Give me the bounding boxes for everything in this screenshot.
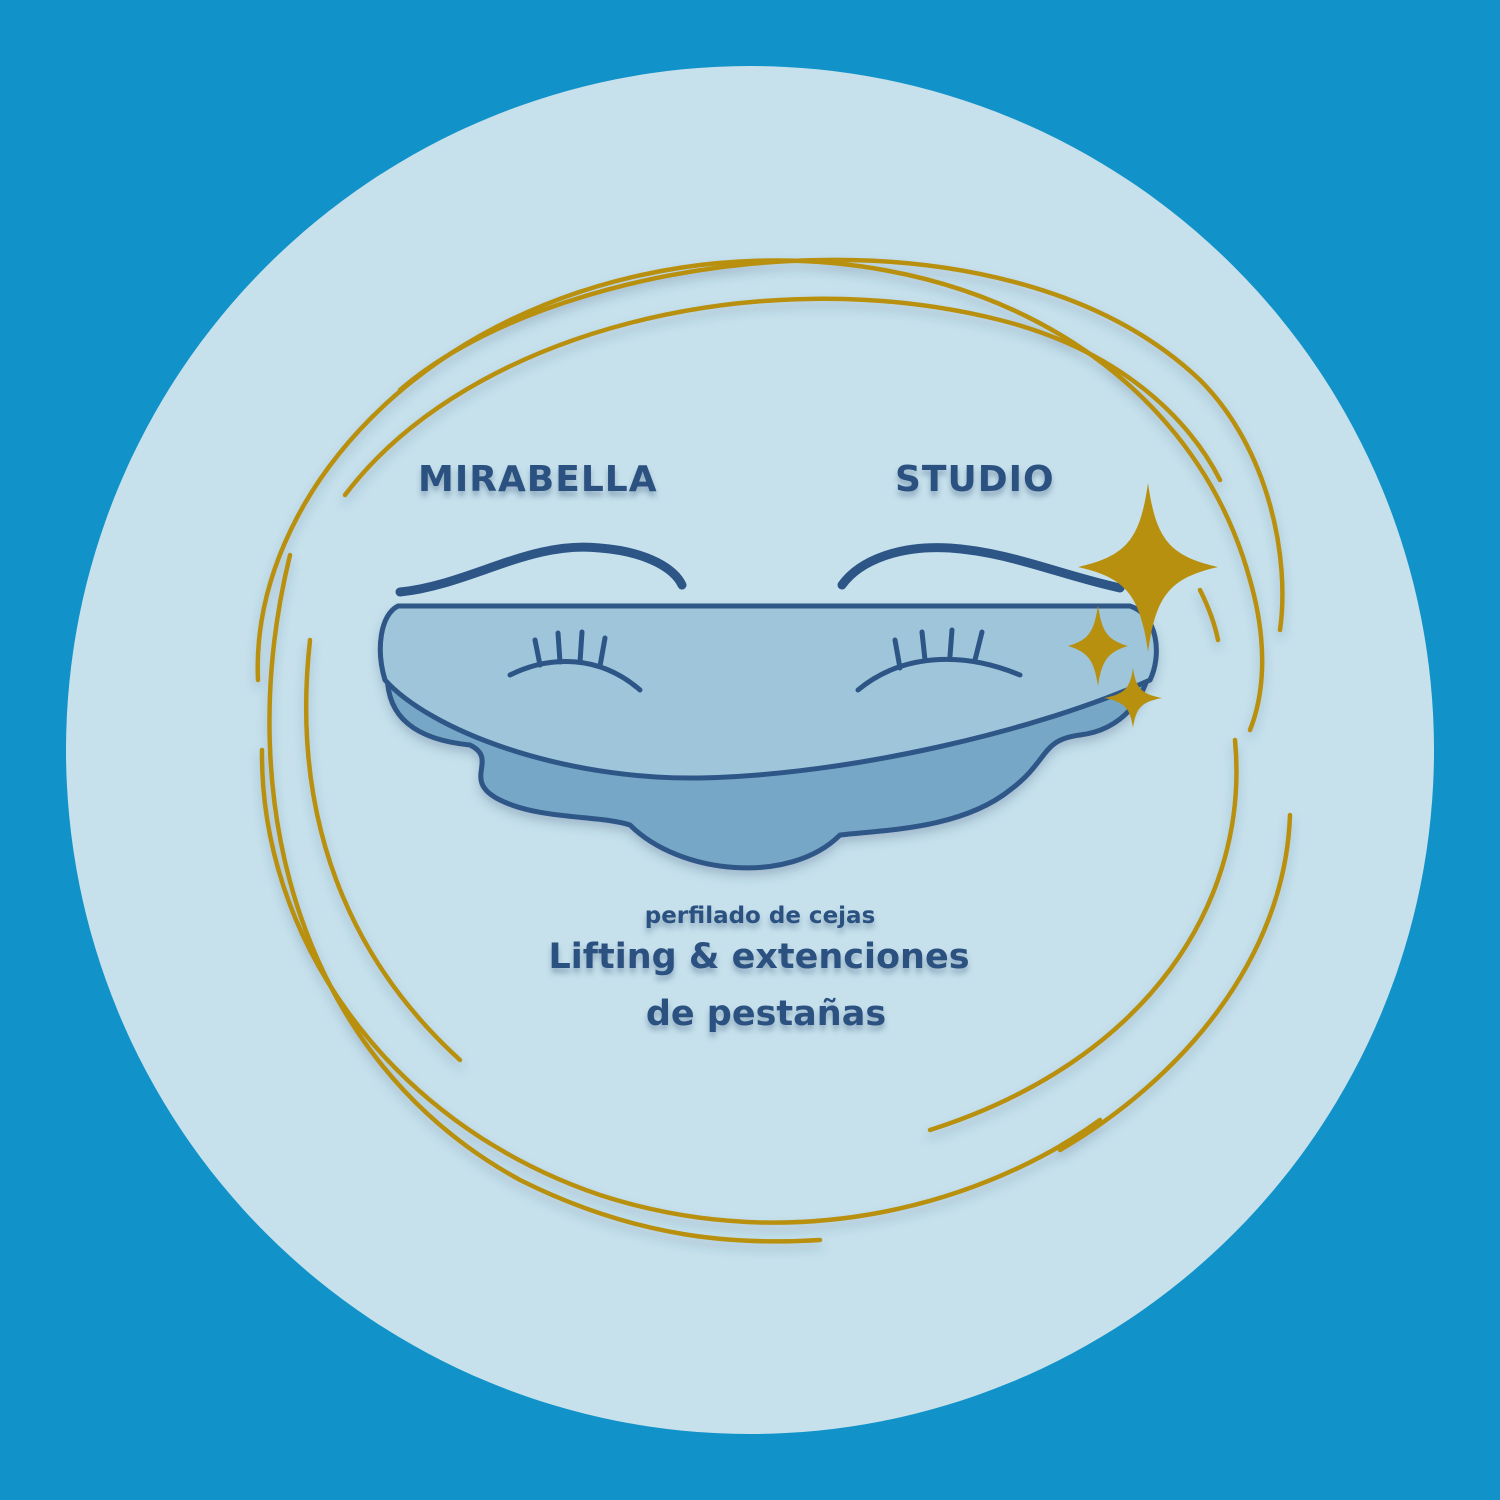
- gold-ring-sliver: [1197, 587, 1221, 643]
- eyebrow-icon-left: [395, 542, 687, 597]
- gold-ring-inner-top: [342, 296, 1223, 498]
- gold-ring-mid-lower: [1057, 812, 1293, 1153]
- gold-ring-inner-right: [927, 737, 1239, 1133]
- eyebrows: [395, 542, 1125, 597]
- sparkles: [1068, 483, 1218, 728]
- tagline-small: perfilado de cejas: [644, 903, 876, 929]
- gold-ring-outer: [397, 257, 1285, 633]
- closed-eye-icon-left: [507, 629, 643, 693]
- brand-name-left: MIRABELLA: [418, 459, 658, 500]
- sparkle-icon-medium: [1068, 605, 1128, 686]
- brand-name-right: STUDIO: [895, 459, 1055, 500]
- eyebrow-icon-right: [837, 543, 1125, 593]
- tagline-line1: Lifting & extenciones: [548, 937, 970, 977]
- gold-ring-inner: [259, 747, 1103, 1225]
- tagline-line2: de pestañas: [645, 994, 887, 1034]
- gold-ring-mid: [255, 258, 1265, 733]
- gold-ring-outer-left: [267, 552, 823, 1244]
- sparkle-icon-large: [1078, 483, 1218, 652]
- closed-eye-icon-right: [855, 627, 1023, 693]
- gold-rings: [255, 257, 1293, 1244]
- gold-ring-inner-left: [303, 637, 463, 1063]
- sparkle-icon-small: [1104, 668, 1162, 728]
- eye-mask: [377, 603, 1159, 871]
- mask-upper-band: [377, 603, 1159, 781]
